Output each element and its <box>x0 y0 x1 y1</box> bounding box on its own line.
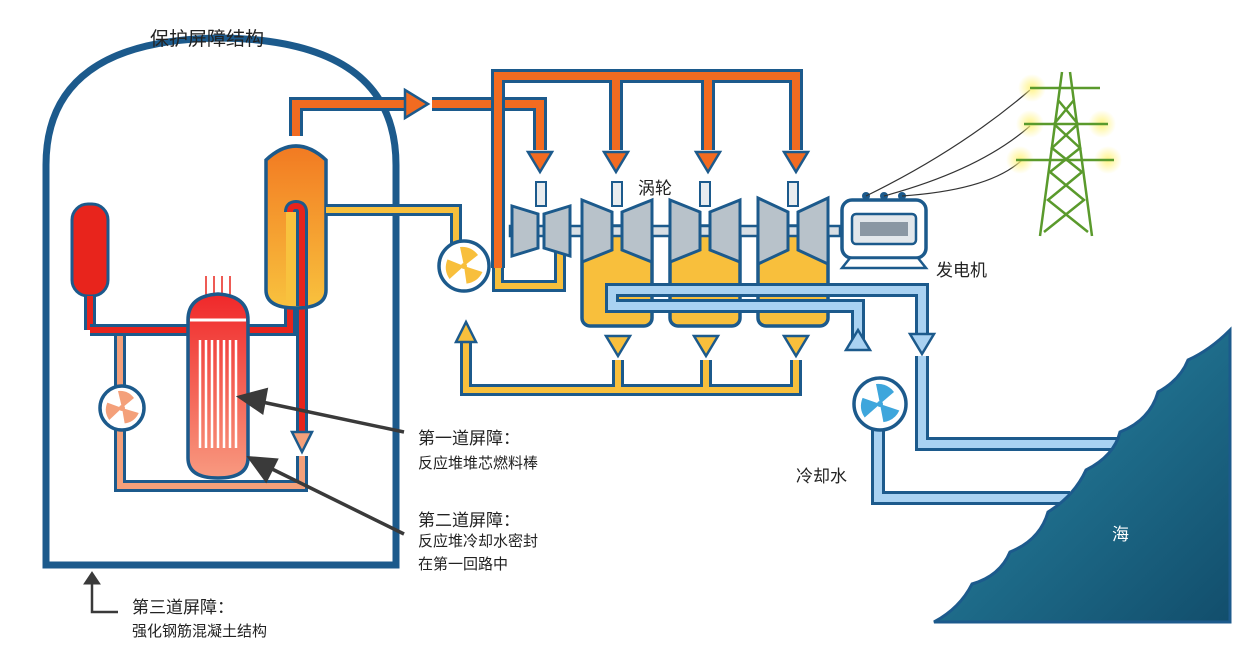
arrow-icon <box>603 334 811 359</box>
generator-label: 发电机 <box>936 261 987 281</box>
arrow-icon <box>289 430 315 455</box>
first-barrier-title: 第一道屏障： <box>418 429 520 449</box>
turbine-label: 涡轮 <box>638 179 672 199</box>
arrow-icon <box>525 150 811 175</box>
feedwater-line <box>326 204 811 396</box>
arrow-icon <box>403 87 431 121</box>
arrow-icon <box>843 327 873 352</box>
sea <box>933 326 1232 624</box>
second-barrier-desc-1: 反应堆冷却水密封 <box>418 532 539 550</box>
second-barrier-title: 第二道屏障： <box>418 511 520 531</box>
sea-label: 海 <box>1112 525 1129 545</box>
pump-icon <box>852 376 908 432</box>
turbine-icon <box>508 181 842 267</box>
cooling-water-loop <box>605 283 1144 505</box>
arrow-icon <box>453 319 479 344</box>
first-barrier-desc: 反应堆堆芯燃料棒 <box>418 454 539 472</box>
pump-icon <box>98 384 146 432</box>
cooling-water-label: 冷却水 <box>796 467 847 487</box>
pointer-arrows <box>83 387 405 614</box>
second-barrier-desc-2: 在第一回路中 <box>418 555 509 573</box>
generator-icon <box>839 192 929 270</box>
steam-line <box>289 69 811 292</box>
reactor-vessel <box>186 276 250 480</box>
diagram-title: 保护屏障结构 <box>150 28 265 50</box>
arrow-icon <box>907 332 937 357</box>
third-barrier-title: 第三道屏障： <box>132 598 234 618</box>
steam-generator <box>264 144 328 310</box>
fuel-rods <box>198 340 238 448</box>
pressurizer <box>70 202 110 298</box>
third-barrier-desc: 强化钢筋混凝土结构 <box>132 622 268 640</box>
power-tower-icon <box>865 71 1122 237</box>
pump-icon <box>437 239 491 293</box>
containment-building <box>42 34 400 569</box>
